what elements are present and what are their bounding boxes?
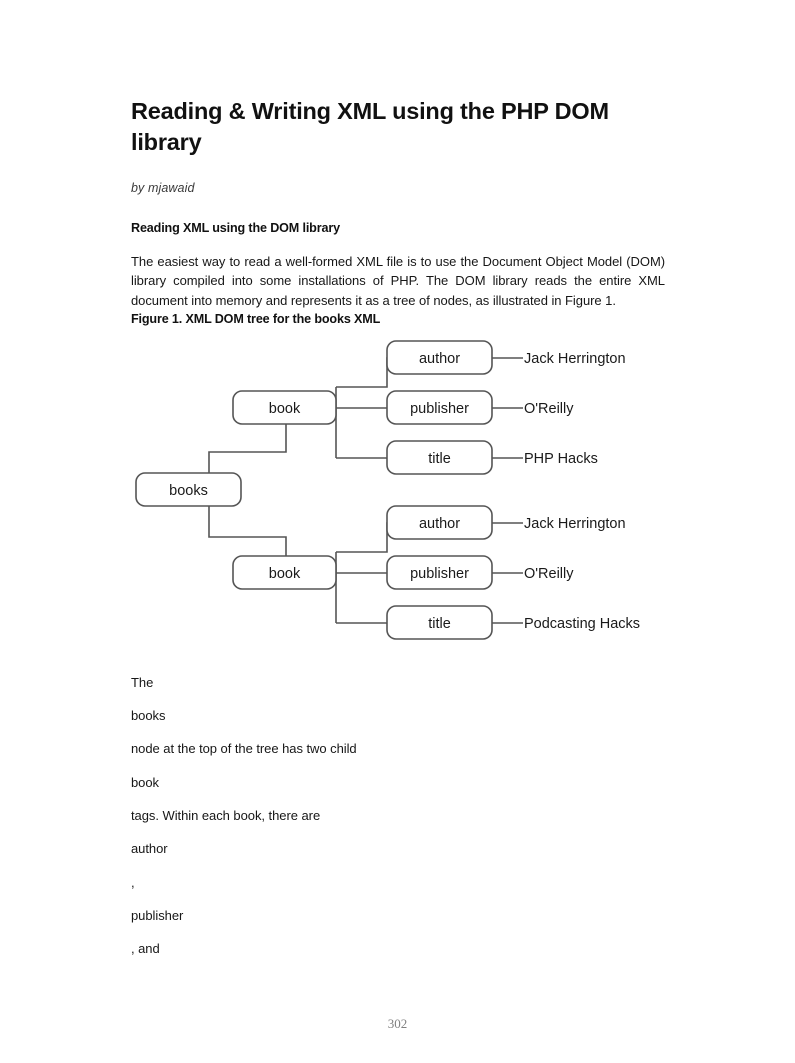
trailing-text-fragments: The books node at the top of the tree ha… <box>131 673 665 959</box>
node-title-1-label: title <box>428 451 451 467</box>
node-book-1-box <box>232 390 337 425</box>
node-title-2: title <box>386 605 493 640</box>
node-title-2-box <box>386 605 493 640</box>
tail-line: books <box>131 708 166 724</box>
node-book-2-box <box>232 555 337 590</box>
dom-tree-svg: books book author publisher <box>135 340 640 640</box>
tail-line: book <box>131 774 159 790</box>
page-number: 302 <box>387 1016 408 1031</box>
node-author-1: author <box>386 340 493 375</box>
figure-caption: Figure 1. XML DOM tree for the books XML <box>131 311 381 326</box>
leaf-value-author-1: Jack Herrington <box>524 351 626 367</box>
connector-books-to-book1 <box>208 423 287 487</box>
tail-line: tags. Within each book, there are <box>131 808 321 824</box>
node-books: books <box>135 472 242 507</box>
node-book-1-label: book <box>269 401 301 417</box>
node-book-1: book <box>232 390 337 425</box>
leaf-value-author-2: Jack Herrington <box>524 516 626 532</box>
author-byline: by mjawaid <box>131 181 195 195</box>
node-publisher-1-label: publisher <box>410 401 469 417</box>
tail-line: publisher <box>131 907 184 923</box>
connector-lines <box>208 357 523 624</box>
node-book-2-label: book <box>269 566 301 582</box>
leaf-values: Jack Herrington O'Reilly PHP Hacks Jack … <box>524 351 640 632</box>
tail-line: author <box>131 841 168 857</box>
leaf-value-title-1: PHP Hacks <box>524 451 598 467</box>
node-book-2: book <box>232 555 337 590</box>
node-publisher-2: publisher <box>386 555 493 590</box>
node-author-2: author <box>386 505 493 540</box>
node-title-2-label: title <box>428 616 451 632</box>
node-title-1: title <box>386 440 493 475</box>
node-publisher-2-label: publisher <box>410 566 469 582</box>
tail-line: The <box>131 674 154 690</box>
leaf-value-publisher-2: O'Reilly <box>524 566 574 582</box>
node-publisher-1-box <box>386 390 493 425</box>
page-content: Reading & Writing XML using the PHP DOM … <box>131 96 665 973</box>
node-author-1-box <box>386 340 493 375</box>
tail-line: , <box>131 874 135 890</box>
body-paragraph: The easiest way to read a well-formed XM… <box>131 254 665 308</box>
page-title: Reading & Writing XML using the PHP DOM … <box>131 98 609 155</box>
node-author-1-label: author <box>419 351 460 367</box>
node-title-1-box <box>386 440 493 475</box>
node-publisher-1: publisher <box>386 390 493 425</box>
xml-dom-tree-figure: books book author publisher <box>131 332 665 659</box>
node-author-2-label: author <box>419 516 460 532</box>
node-books-box <box>135 472 242 507</box>
tail-line: node at the top of the tree has two chil… <box>131 741 357 757</box>
leaf-value-publisher-1: O'Reilly <box>524 401 574 417</box>
connector-book1-title <box>336 457 388 459</box>
tail-line: , and <box>131 941 160 957</box>
node-books-label: books <box>169 483 208 499</box>
leaf-value-title-2: Podcasting Hacks <box>524 616 640 632</box>
node-publisher-2-box <box>386 555 493 590</box>
node-boxes: books book author publisher <box>135 340 493 640</box>
connector-books-to-book2 <box>208 505 287 570</box>
connector-book2-author <box>336 522 389 553</box>
connector-book1-author <box>336 357 389 388</box>
connector-book2-title <box>336 622 388 624</box>
node-author-2-box <box>386 505 493 540</box>
section-heading: Reading XML using the DOM library <box>131 221 340 235</box>
